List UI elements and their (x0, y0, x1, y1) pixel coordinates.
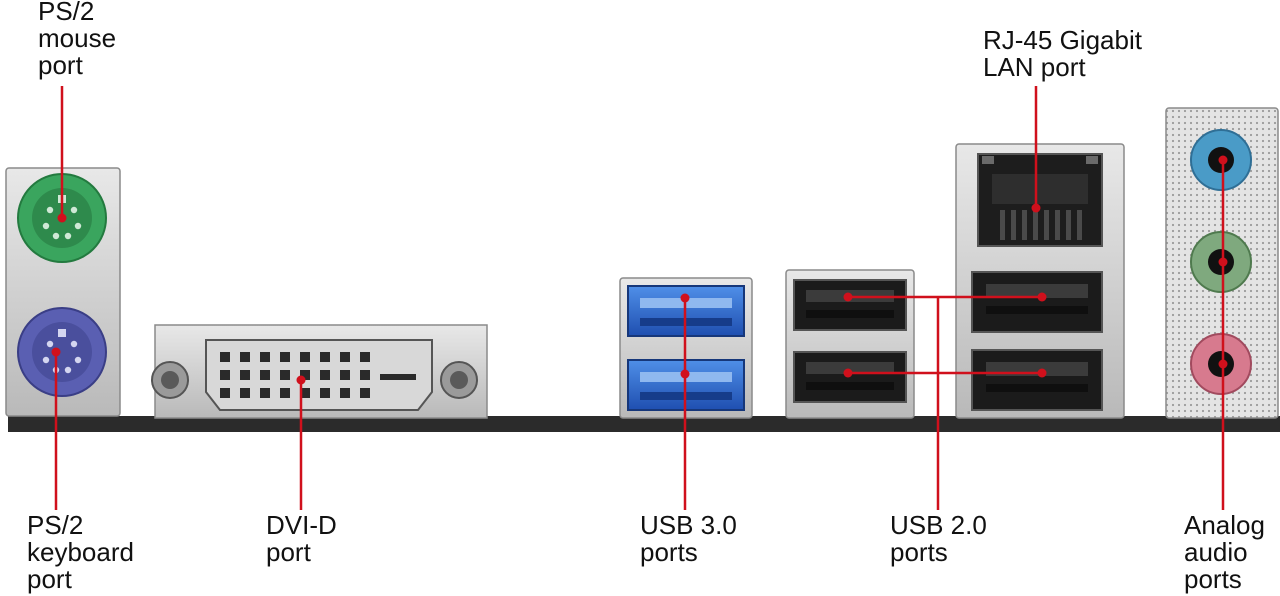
callout-dot-dvi (296, 375, 306, 385)
callout-dot-ps2-keyboard (51, 347, 61, 357)
callout-dot-usb20-a (843, 292, 853, 302)
callout-dot-usb30-top (680, 293, 690, 303)
label-analog-audio-ports: Analog audio ports (1184, 510, 1265, 594)
callout-dot-rj45 (1031, 203, 1041, 213)
callout-dot-usb20-b (843, 368, 853, 378)
dvi-d-connector (151, 324, 488, 419)
label-ps2-keyboard-port: PS/2 keyboard port (27, 510, 134, 594)
callout-dot-ps2-mouse (57, 213, 67, 223)
callout-dot-audio-pink (1218, 359, 1228, 369)
rj45-connector (977, 153, 1103, 247)
callout-dot-usb20-d (1037, 368, 1047, 378)
callout-dot-audio-blue (1218, 155, 1228, 165)
callout-dot-audio-green (1218, 257, 1228, 267)
usb20-connector-stack (785, 269, 915, 419)
ps2-keyboard-connector (17, 307, 107, 397)
io-bracket-bar (8, 416, 1280, 432)
ps2-block (5, 167, 121, 417)
callout-dot-usb30-bottom (680, 369, 690, 379)
label-rj45-lan-port: RJ-45 Gigabit LAN port (983, 25, 1142, 82)
label-usb30-ports: USB 3.0 ports (640, 510, 737, 567)
label-ps2-mouse-port: PS/2 mouse port (38, 0, 117, 80)
label-usb20-ports: USB 2.0 ports (890, 510, 987, 567)
rj45-usb-stack (955, 143, 1125, 419)
callout-dot-usb20-c (1037, 292, 1047, 302)
label-dvi-d-port: DVI-D port (266, 510, 337, 567)
